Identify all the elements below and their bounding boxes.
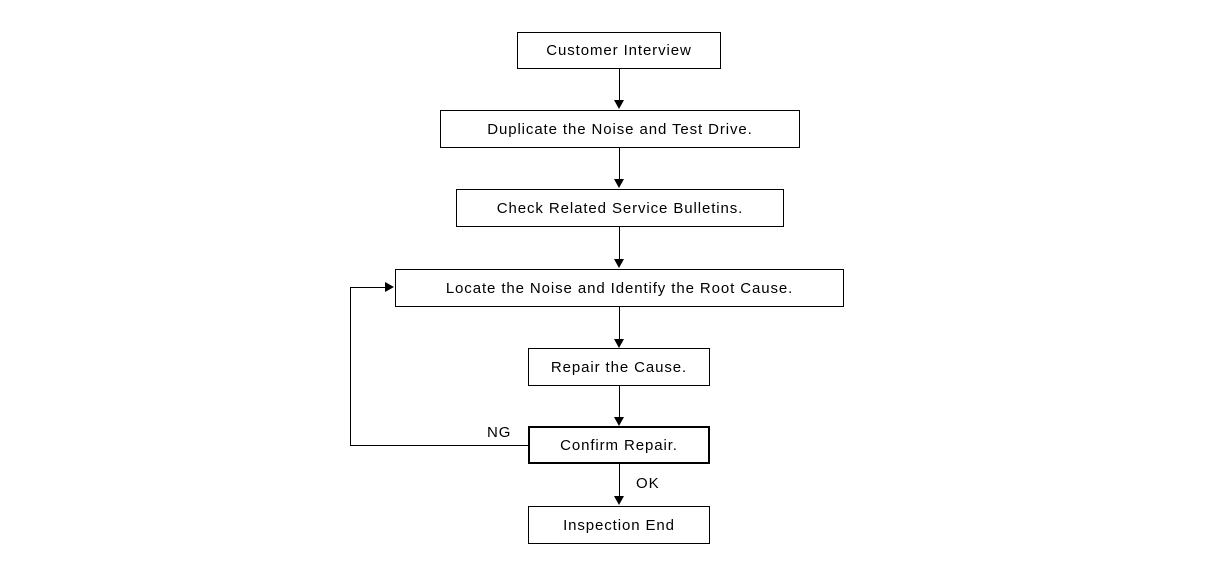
connector-repair-cause-to-confirm-repair <box>619 386 620 418</box>
arrowhead-down-icon <box>614 259 624 268</box>
flow-node-label: Locate the Noise and Identify the Root C… <box>445 279 794 297</box>
arrowhead-down-icon <box>614 496 624 505</box>
flow-node-repair-cause[interactable]: Repair the Cause. <box>528 348 710 386</box>
edge-label-ng: NG <box>487 424 512 441</box>
flow-node-label: Inspection End <box>563 516 675 534</box>
arrowhead-down-icon <box>614 339 624 348</box>
arrowhead-down-icon <box>614 179 624 188</box>
flow-node-label: Repair the Cause. <box>550 358 688 376</box>
connector-ng-vertical-segment <box>350 287 351 446</box>
connector-customer-interview-to-duplicate-noise <box>619 69 620 102</box>
edge-label-ok: OK <box>636 475 660 492</box>
flow-node-customer-interview[interactable]: Customer Interview <box>517 32 721 69</box>
connector-service-bulletins-to-locate-noise <box>619 227 620 259</box>
connector-duplicate-noise-to-service-bulletins <box>619 148 620 180</box>
flow-node-label: Confirm Repair. <box>560 436 678 454</box>
flow-node-duplicate-noise[interactable]: Duplicate the Noise and Test Drive. <box>440 110 800 148</box>
connector-ng-return-segment <box>350 287 387 288</box>
flow-node-label: Check Related Service Bulletins. <box>496 199 744 217</box>
flow-node-confirm-repair[interactable]: Confirm Repair. <box>528 426 710 464</box>
flow-node-label: Customer Interview <box>546 42 692 59</box>
connector-confirm-repair-to-inspection-end <box>619 464 620 497</box>
flow-node-locate-noise[interactable]: Locate the Noise and Identify the Root C… <box>395 269 844 307</box>
flow-node-service-bulletins[interactable]: Check Related Service Bulletins. <box>456 189 784 227</box>
connector-locate-noise-to-repair-cause <box>619 307 620 340</box>
flow-node-label: Duplicate the Noise and Test Drive. <box>487 120 753 138</box>
arrowhead-down-icon <box>614 417 624 426</box>
arrowhead-right-icon <box>385 282 394 292</box>
flow-node-inspection-end[interactable]: Inspection End <box>528 506 710 544</box>
connector-ng-horizontal-segment <box>350 445 529 446</box>
arrowhead-down-icon <box>614 100 624 109</box>
